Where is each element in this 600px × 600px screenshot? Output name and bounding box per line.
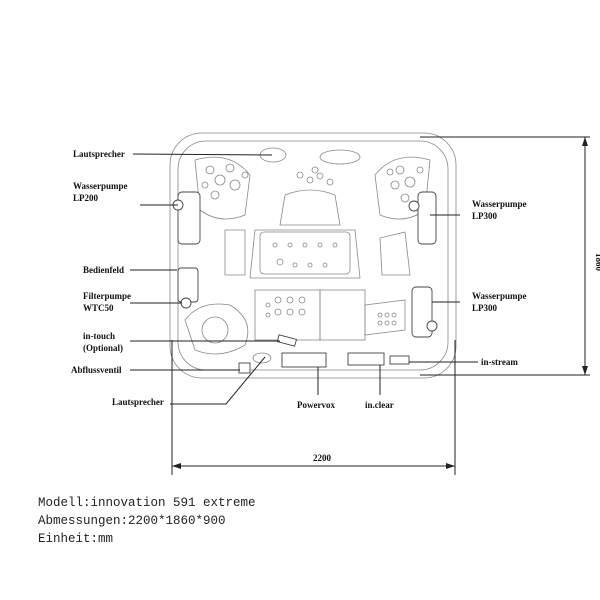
jet (302, 242, 308, 248)
jet (298, 308, 306, 316)
jet (384, 312, 390, 318)
jet (391, 312, 397, 318)
jet (306, 176, 314, 184)
jet (317, 242, 323, 248)
width-dimension: 2200 (313, 453, 332, 463)
label-pump-right-top: Wasserpumpe (472, 199, 527, 209)
label-in-stream: in-stream (481, 357, 518, 367)
spec-unit: Einheit:mm (38, 532, 114, 546)
depth-dimension: 1860 (594, 253, 600, 272)
side-seat-left (224, 229, 246, 276)
jet (404, 176, 416, 188)
label-drain-valve: Abflussventil (71, 365, 122, 375)
pump-lp300-top (417, 191, 437, 245)
lounge-seat-1 (254, 289, 321, 341)
back-seat (279, 189, 341, 226)
jet (287, 242, 293, 248)
label-pump-right-bottom-model: LP300 (472, 303, 498, 313)
jet (395, 165, 405, 175)
jet (296, 171, 304, 179)
jets (201, 163, 424, 326)
jet (272, 242, 278, 248)
jet (210, 190, 220, 200)
lounge-seat-3 (364, 299, 406, 336)
jet (326, 178, 334, 186)
side-seat-right (379, 231, 411, 276)
corner-seat-right (374, 156, 431, 220)
jet (225, 163, 235, 173)
label-speaker-top: Lautsprecher (73, 149, 125, 159)
filter-pump (177, 267, 199, 303)
lounger-left (184, 303, 249, 355)
jet (386, 168, 394, 176)
headrest (319, 149, 361, 165)
pump-lp300-top-port (408, 200, 420, 212)
label-in-touch: in-touch (83, 331, 115, 341)
jet (322, 262, 328, 268)
leader-lines (130, 153, 478, 405)
jet (274, 296, 282, 304)
label-powervox: Powervox (297, 400, 335, 410)
tub-outer-outline (169, 132, 457, 379)
jet (316, 172, 324, 180)
jet (201, 181, 209, 189)
label-pump-right-bottom: Wasserpumpe (472, 291, 527, 301)
footwell (249, 229, 361, 279)
in-touch-box (276, 334, 298, 347)
jet (377, 320, 383, 326)
drain-valve-box (238, 362, 251, 374)
jet (205, 165, 215, 175)
jet (229, 179, 241, 191)
jet (390, 180, 400, 190)
jet (265, 312, 271, 318)
jet (274, 308, 282, 316)
jet (416, 166, 424, 174)
jet (292, 262, 298, 268)
jet (286, 308, 294, 316)
jet (384, 320, 390, 326)
tub-inner-outline (177, 140, 449, 371)
jet (307, 262, 313, 268)
in-clear-box (347, 352, 385, 366)
jet (332, 242, 338, 248)
jet (286, 296, 294, 304)
foot-jet (201, 316, 229, 344)
jet (241, 171, 249, 179)
jet (377, 312, 383, 318)
label-control-panel: Bedienfeld (83, 265, 124, 275)
label-in-clear: in.clear (365, 400, 394, 410)
jet (276, 258, 284, 266)
label-filter-pump-model: WTC50 (83, 303, 114, 313)
label-pump-left-model: LP200 (73, 193, 99, 203)
powervox-box (281, 352, 327, 368)
label-pump-left: Wasserpumpe (73, 181, 128, 191)
jet (214, 174, 226, 186)
label-pump-right-top-model: LP300 (472, 211, 498, 221)
lounge-seat-2 (319, 289, 366, 341)
jet (298, 296, 306, 304)
jet (265, 302, 271, 308)
label-speaker-bottom: Lautsprecher (112, 397, 164, 407)
pump-lp200 (177, 191, 201, 245)
speaker-bottom-shape (252, 352, 272, 364)
in-stream-box (389, 355, 410, 365)
spec-model: Modell:innovation 591 extreme (38, 496, 256, 510)
label-in-touch-optional: (Optional) (83, 343, 123, 353)
spec-dimensions: Abmessungen:2200*1860*900 (38, 514, 226, 528)
dimension-lines (171, 136, 590, 475)
jet (400, 193, 410, 203)
jet (391, 320, 397, 326)
center-seat (259, 231, 351, 275)
corner-seat-left (194, 156, 251, 220)
pump-lp300-bottom-port (426, 320, 438, 332)
label-filter-pump: Filterpumpe (83, 291, 131, 301)
jet (311, 166, 319, 174)
filter-pump-port (180, 297, 192, 309)
